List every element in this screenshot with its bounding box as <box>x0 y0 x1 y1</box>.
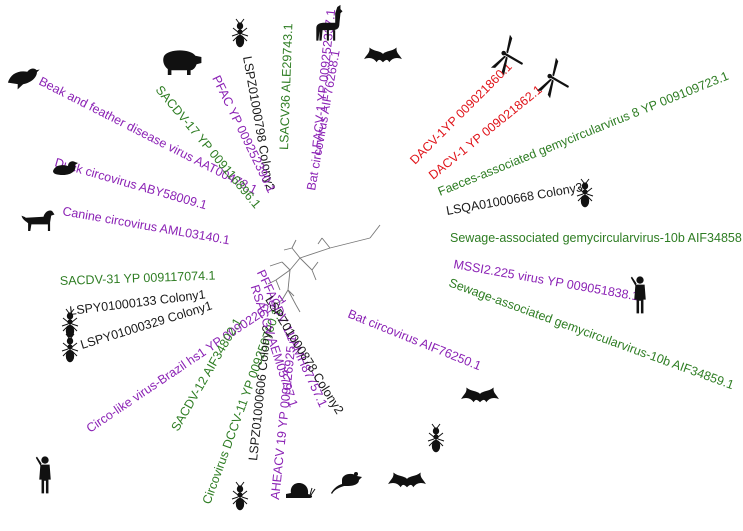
tree-branch <box>287 269 291 291</box>
tree-branch <box>267 279 277 285</box>
leaf-label-25: LSACV36 ALE29743.1 <box>277 23 295 150</box>
termite-icon <box>61 333 79 363</box>
tree-branch <box>299 257 313 271</box>
tree-branch <box>369 224 381 239</box>
termite-icon <box>231 481 249 511</box>
dragonfly-icon <box>536 57 569 99</box>
pig-icon <box>163 50 202 75</box>
host-icons <box>7 4 646 511</box>
leaf-label-3: Canine circovirus AML03140.1 <box>61 204 230 247</box>
termite-icon <box>61 308 79 338</box>
llama-icon <box>316 4 343 41</box>
leaf-label-18: Sewage-associated gemycircularvirus-10b … <box>450 231 743 245</box>
tree-branch <box>275 299 283 305</box>
dog-icon <box>21 210 55 231</box>
leaf-labels: Beak and feather disease virus AAT00478.… <box>37 8 743 506</box>
tree-branch <box>311 269 317 281</box>
rat-icon <box>331 472 362 494</box>
termite-icon <box>427 423 445 453</box>
tree-branch <box>311 261 319 271</box>
leaf-label-15: Bat circovirus AIF76250.1 <box>346 307 483 373</box>
tree-branch <box>281 289 289 301</box>
tree-branch <box>287 289 297 306</box>
tree-branch <box>275 279 281 291</box>
bird-icon <box>7 68 40 90</box>
tree-branch <box>287 289 295 297</box>
tree-branch <box>291 247 301 259</box>
tree-branch <box>269 261 283 267</box>
bat-icon <box>461 387 499 403</box>
human-icon <box>35 456 51 494</box>
tree-branch <box>321 237 331 249</box>
dragonfly-icon <box>490 34 523 76</box>
human-icon <box>630 276 646 314</box>
tree-branch <box>291 239 297 249</box>
tree-branch <box>317 237 323 245</box>
termite-icon <box>231 18 249 48</box>
termite-icon <box>576 178 594 208</box>
tree-branch <box>329 237 371 249</box>
tree-branch <box>295 304 301 313</box>
bat-icon <box>388 472 426 488</box>
leaf-label-4: SACDV-31 YP 009117074.1 <box>60 269 216 288</box>
duck-icon <box>53 161 78 175</box>
tree-branch <box>289 257 301 271</box>
tree-branch <box>283 247 293 251</box>
tree-branch <box>275 269 291 281</box>
bat-icon <box>364 47 402 63</box>
tree-branches <box>267 224 381 313</box>
tree-branch <box>281 261 291 271</box>
snail-icon <box>286 483 316 498</box>
tree-branch <box>299 247 331 259</box>
